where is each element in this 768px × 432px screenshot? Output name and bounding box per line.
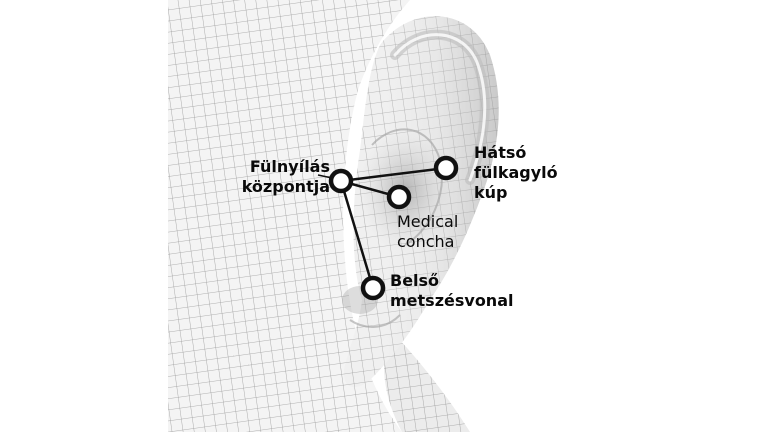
marker-medical-concha xyxy=(389,187,409,207)
label-rear-concha-cone-line2: fülkagyló xyxy=(474,163,558,183)
label-ear-canal-center-line1: Fülnyílás xyxy=(210,157,330,177)
label-rear-concha-cone-line3: kúp xyxy=(474,183,558,203)
label-ear-canal-center: Fülnyílás központja xyxy=(210,157,330,197)
label-intertragic-notch-line2: metszésvonal xyxy=(390,291,513,311)
marker-rear-concha-cone xyxy=(436,158,456,178)
label-rear-concha-cone: Hátsó fülkagyló kúp xyxy=(474,143,558,203)
label-intertragic-notch-line1: Belső xyxy=(390,271,513,291)
label-medical-concha: Medical concha xyxy=(397,212,458,252)
marker-ear-canal-center xyxy=(331,171,351,191)
marker-intertragic-notch xyxy=(363,278,383,298)
label-medical-concha-line1: Medical xyxy=(397,212,458,232)
label-intertragic-notch: Belső metszésvonal xyxy=(390,271,513,311)
label-rear-concha-cone-line1: Hátsó xyxy=(474,143,558,163)
label-ear-canal-center-line2: központja xyxy=(210,177,330,197)
label-medical-concha-line2: concha xyxy=(397,232,458,252)
